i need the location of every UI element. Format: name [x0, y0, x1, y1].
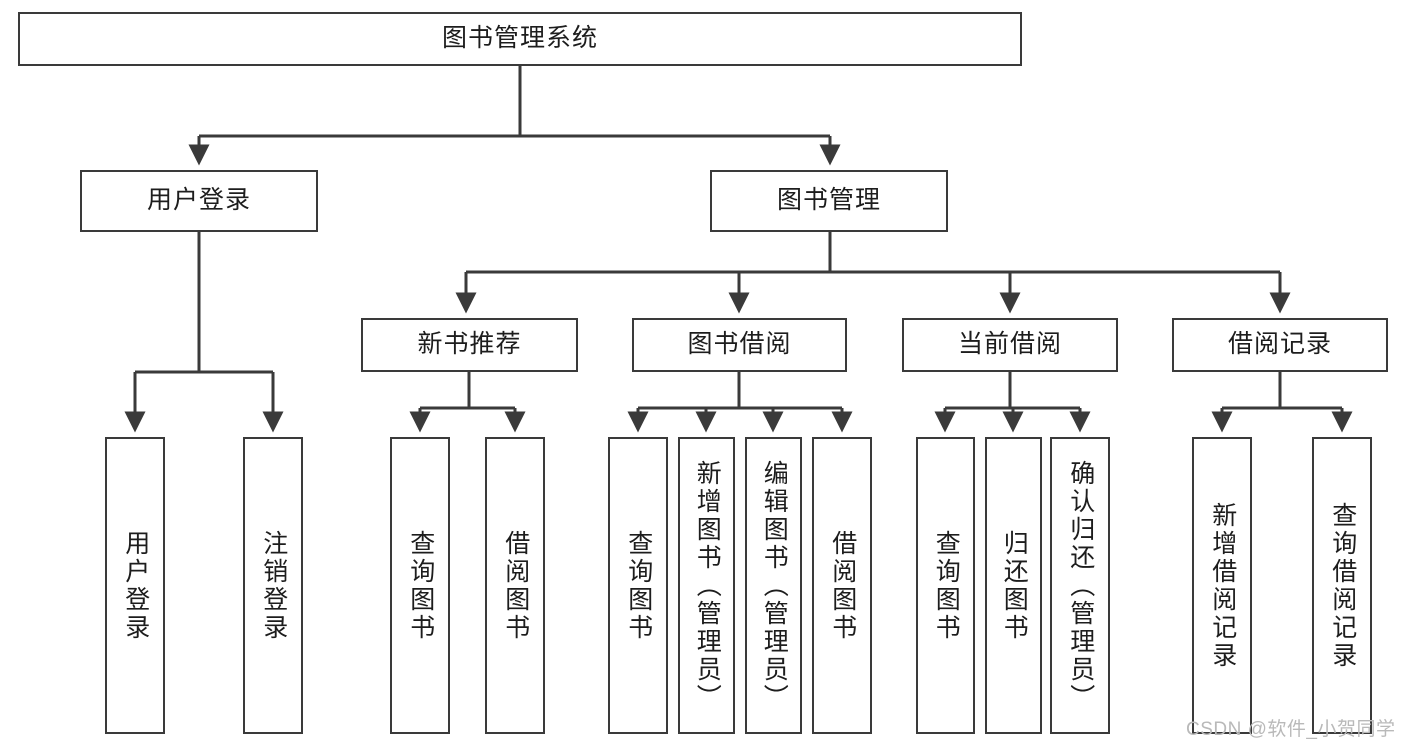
node-user-login[interactable]: 用户登录: [80, 170, 318, 232]
node-new-book-recommend[interactable]: 新书推荐: [361, 318, 578, 372]
node-new-book-recommend-label: 新书推荐: [417, 330, 522, 359]
node-leaf-add-book-admin[interactable]: 新增图书（管理员）: [678, 437, 735, 734]
node-book-borrow-label: 图书借阅: [687, 330, 792, 359]
node-leaf-confirm-return-admin-label: 确认归还（管理员）: [1066, 459, 1095, 712]
node-leaf-borrow-book-2-label: 借阅图书: [828, 529, 857, 642]
node-leaf-logout-login[interactable]: 注销登录: [243, 437, 303, 734]
node-user-login-label: 用户登录: [146, 186, 251, 215]
node-borrow-record[interactable]: 借阅记录: [1172, 318, 1388, 372]
node-borrow-record-label: 借阅记录: [1227, 330, 1332, 359]
node-leaf-add-book-admin-label: 新增图书（管理员）: [693, 459, 722, 712]
node-leaf-borrow-book-1-label: 借阅图书: [501, 529, 530, 642]
node-leaf-return-book[interactable]: 归还图书: [985, 437, 1042, 734]
node-leaf-query-book-2-label: 查询图书: [624, 529, 653, 642]
node-leaf-query-book-2[interactable]: 查询图书: [608, 437, 668, 734]
node-leaf-user-login-label: 用户登录: [121, 529, 150, 642]
node-leaf-query-borrow-record-label: 查询借阅记录: [1328, 501, 1357, 670]
node-leaf-return-book-label: 归还图书: [1000, 529, 1029, 642]
node-leaf-edit-book-admin-label: 编辑图书（管理员）: [760, 459, 789, 712]
node-leaf-confirm-return-admin[interactable]: 确认归还（管理员）: [1050, 437, 1110, 734]
node-leaf-query-book-3[interactable]: 查询图书: [916, 437, 975, 734]
node-leaf-query-book-1[interactable]: 查询图书: [390, 437, 450, 734]
csdn-watermark: CSDN @软件_小贺同学: [1186, 719, 1396, 740]
node-leaf-edit-book-admin[interactable]: 编辑图书（管理员）: [745, 437, 802, 734]
node-current-borrow[interactable]: 当前借阅: [902, 318, 1118, 372]
node-root-label: 图书管理系统: [441, 24, 598, 53]
node-root[interactable]: 图书管理系统: [18, 12, 1022, 66]
node-leaf-logout-login-label: 注销登录: [259, 529, 288, 642]
node-leaf-add-borrow-record-label: 新增借阅记录: [1208, 501, 1237, 670]
node-leaf-query-borrow-record[interactable]: 查询借阅记录: [1312, 437, 1372, 734]
node-leaf-query-book-1-label: 查询图书: [406, 529, 435, 642]
node-book-borrow[interactable]: 图书借阅: [632, 318, 847, 372]
node-leaf-query-book-3-label: 查询图书: [932, 529, 961, 642]
node-leaf-user-login[interactable]: 用户登录: [105, 437, 165, 734]
node-leaf-add-borrow-record[interactable]: 新增借阅记录: [1192, 437, 1252, 734]
node-book-manage[interactable]: 图书管理: [710, 170, 948, 232]
node-book-manage-label: 图书管理: [776, 186, 881, 215]
node-current-borrow-label: 当前借阅: [957, 330, 1062, 359]
node-leaf-borrow-book-2[interactable]: 借阅图书: [812, 437, 872, 734]
node-leaf-borrow-book-1[interactable]: 借阅图书: [485, 437, 545, 734]
